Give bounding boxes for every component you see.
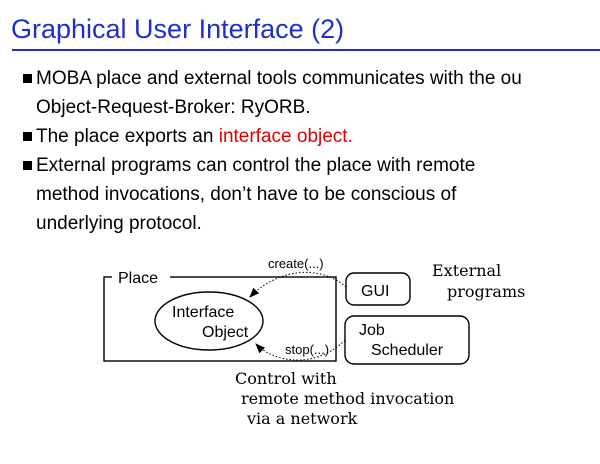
external-programs-label-line-1: External <box>432 261 501 280</box>
bullet-3-line-1: External programs can control the place … <box>20 151 600 180</box>
bullet-2-highlight: interface object. <box>218 126 353 147</box>
bullet-1-line-2: Object-Request-Broker: RyORB. <box>36 97 311 118</box>
create-arrow-label: create(...) <box>268 256 324 271</box>
caption-line-1: Control with <box>235 369 337 388</box>
place-box <box>103 276 337 362</box>
stop-arrow-label: stop(...) <box>285 342 329 357</box>
bullet-1-line-1: MOBA place and external tools communicat… <box>20 64 600 93</box>
stop-arrow <box>255 339 346 361</box>
place-label: Place <box>118 270 158 287</box>
bullet-item-3: External programs can control the place … <box>20 151 600 238</box>
title-underline <box>12 49 600 51</box>
gui-label: GUI <box>361 283 389 300</box>
interface-object-label-line-2: Object <box>202 324 249 341</box>
bullet-3-line-3: underlying protocol. <box>36 213 202 234</box>
caption-line-2: remote method invocation <box>241 389 454 408</box>
external-programs-label-line-2: programs <box>447 282 525 301</box>
bullet-2-line-1: The place exports an interface object. <box>20 122 600 151</box>
interface-object-label-line-1: Interface <box>172 304 234 321</box>
bullet-item-1: MOBA place and external tools communicat… <box>20 64 600 122</box>
create-arrow <box>249 271 347 298</box>
bullet-item-2: The place exports an interface object. <box>20 122 600 151</box>
place-label-bg <box>112 268 170 286</box>
bullet-list: MOBA place and external tools communicat… <box>20 64 600 238</box>
gui-box <box>345 272 411 306</box>
job-scheduler-label-line-1: Job <box>359 322 385 339</box>
bullet-3-line-2: method invocations, don’t have to be con… <box>36 184 457 205</box>
bullet-2-text: The place exports an <box>36 126 219 147</box>
slide-title: Graphical User Interface (2) <box>11 14 345 44</box>
caption-line-3: via a network <box>246 409 358 428</box>
job-scheduler-label-line-2: Scheduler <box>371 342 444 359</box>
interface-object-ellipse <box>154 291 264 351</box>
